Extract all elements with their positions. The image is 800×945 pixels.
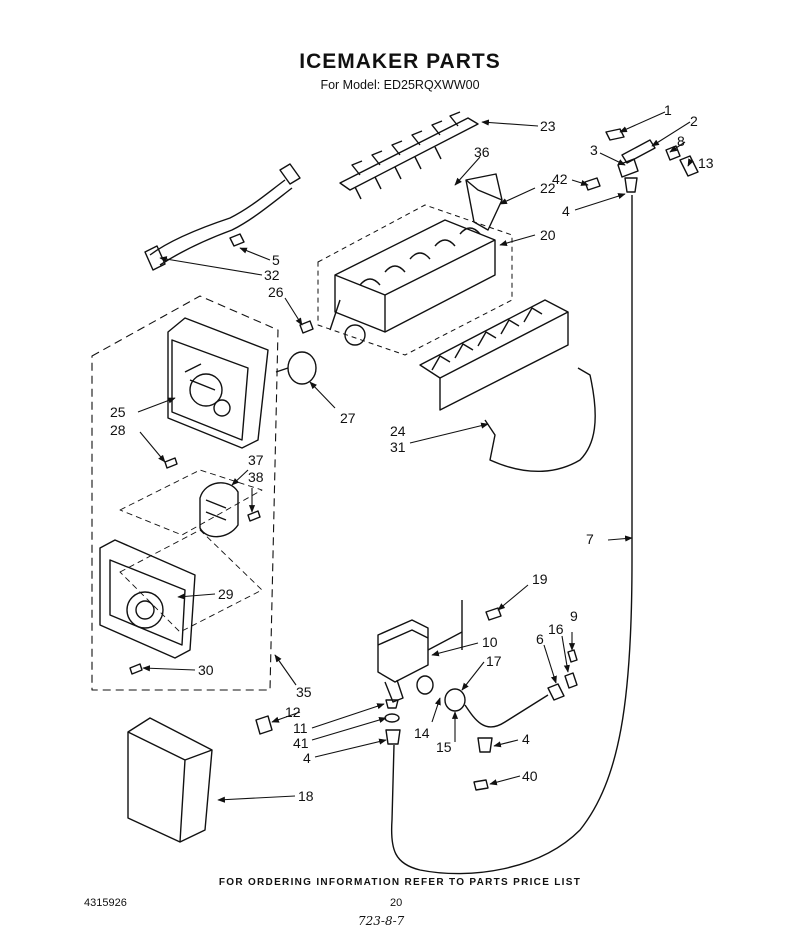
shutoff-arm-part: [484, 367, 596, 472]
module-kit-outline: [91, 295, 279, 691]
callout-13: 13: [698, 155, 714, 171]
ejector-blade-part: [339, 111, 479, 200]
handwritten-note: 723-8-7: [358, 914, 405, 928]
model-subtitle: For Model: ED25RQXWW00: [320, 78, 480, 92]
callout-7: 7: [586, 531, 594, 547]
motor-part: [199, 482, 239, 538]
icemaker-mold-part: [317, 204, 513, 356]
thermostat-part: [275, 351, 317, 385]
callout-10: 10: [482, 634, 498, 650]
callout-23: 23: [540, 118, 556, 134]
valve-fitting-parts: [255, 699, 401, 745]
screw-part-30: [129, 663, 143, 675]
callout-labels: 23 36 22 20 1 2 3 8 13 42 4 5 32 26 27 2…: [110, 102, 714, 804]
page-title: ICEMAKER PARTS: [299, 50, 501, 73]
callout-31: 31: [390, 439, 406, 455]
callout-20: 20: [540, 227, 556, 243]
callout-19: 19: [532, 571, 548, 587]
screw-part-26: [299, 320, 314, 334]
callout-41: 41: [293, 735, 309, 751]
callout-25: 25: [110, 404, 126, 420]
callout-30: 30: [198, 662, 214, 678]
fitting-parts-upper-right: [584, 128, 699, 193]
callout-1: 1: [664, 102, 672, 118]
screw-part-28: [164, 457, 178, 469]
callout-5: 5: [272, 252, 280, 268]
callout-4-left: 4: [303, 750, 311, 766]
callout-17: 17: [486, 653, 502, 669]
callout-9: 9: [570, 608, 578, 624]
wire-harness-part: [144, 163, 301, 271]
callout-11: 11: [293, 720, 308, 736]
callout-3: 3: [590, 142, 598, 158]
callout-16: 16: [548, 621, 564, 637]
tube-fitting-parts: [416, 607, 578, 791]
callout-27: 27: [340, 410, 356, 426]
callout-28: 28: [110, 422, 126, 438]
control-housing-part: [167, 317, 269, 449]
stripper-part: [419, 299, 569, 411]
callout-26: 26: [268, 284, 284, 300]
cover-part: [127, 717, 213, 843]
callout-35: 35: [296, 684, 312, 700]
callout-37: 37: [248, 452, 264, 468]
ordering-footer: FOR ORDERING INFORMATION REFER TO PARTS …: [218, 877, 582, 888]
callout-12: 12: [285, 704, 301, 720]
callout-40: 40: [522, 768, 538, 784]
callout-4-top: 4: [562, 203, 570, 219]
document-number: 4315926: [84, 897, 127, 909]
callout-4-right: 4: [522, 731, 530, 747]
callout-2: 2: [690, 113, 698, 129]
callout-14: 14: [414, 725, 430, 741]
callout-29: 29: [218, 586, 234, 602]
callout-22: 22: [540, 180, 556, 196]
callout-8: 8: [677, 133, 685, 149]
callout-42: 42: [552, 171, 568, 187]
fill-cup-part: [465, 173, 503, 231]
water-valve-part: [377, 600, 463, 703]
screw-part-38: [247, 510, 261, 522]
callout-24: 24: [390, 423, 406, 439]
fill-tube-part: [390, 195, 633, 875]
callout-38: 38: [248, 469, 264, 485]
callout-18: 18: [298, 788, 314, 804]
page-number: 20: [390, 897, 403, 909]
mounting-plate-part: [99, 539, 196, 659]
callout-15: 15: [436, 739, 452, 755]
callout-36: 36: [474, 144, 490, 160]
leader-lines: [137, 111, 694, 803]
callout-6: 6: [536, 631, 544, 647]
callout-32: 32: [264, 267, 280, 283]
